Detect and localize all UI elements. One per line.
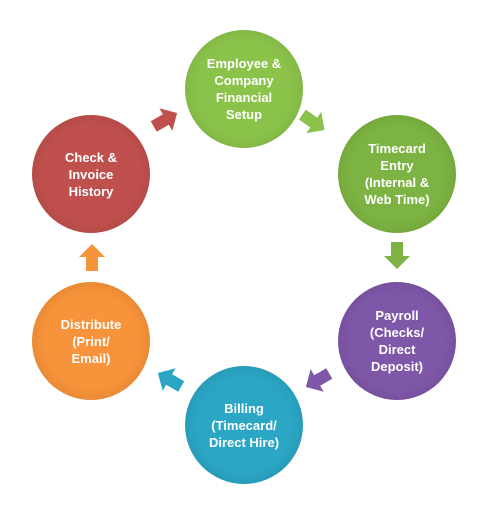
arrow-setup-to-time-icon bbox=[298, 109, 325, 134]
node-billing: Billing (Timecard/ Direct Hire) bbox=[185, 366, 303, 484]
arrow-payroll-to-billing-icon bbox=[305, 368, 333, 392]
arrow-distrib-to-check-icon bbox=[79, 244, 105, 271]
arrow-billing-to-distrib-icon bbox=[157, 368, 185, 392]
node-label: Timecard Entry (Internal & Web Time) bbox=[364, 141, 430, 207]
node-distribute: Distribute (Print/ Email) bbox=[32, 282, 150, 400]
node-payroll: Payroll (Checks/ Direct Deposit) bbox=[338, 282, 456, 400]
node-label: Check & Invoice History bbox=[64, 149, 118, 199]
node-check-invoice-history: Check & Invoice History bbox=[32, 115, 150, 233]
arrow-check-to-setup-icon bbox=[150, 108, 178, 132]
node-label: Distribute (Print/ Email) bbox=[60, 316, 122, 366]
node-employee-company-financial-setup: Employee & Company Financial Setup bbox=[185, 30, 303, 148]
node-timecard-entry: Timecard Entry (Internal & Web Time) bbox=[338, 115, 456, 233]
node-label: Payroll (Checks/ Direct Deposit) bbox=[369, 308, 425, 374]
arrow-time-to-payroll-icon bbox=[384, 242, 410, 269]
node-label: Employee & Company Financial Setup bbox=[206, 56, 282, 122]
node-label: Billing (Timecard/ Direct Hire) bbox=[208, 400, 280, 450]
